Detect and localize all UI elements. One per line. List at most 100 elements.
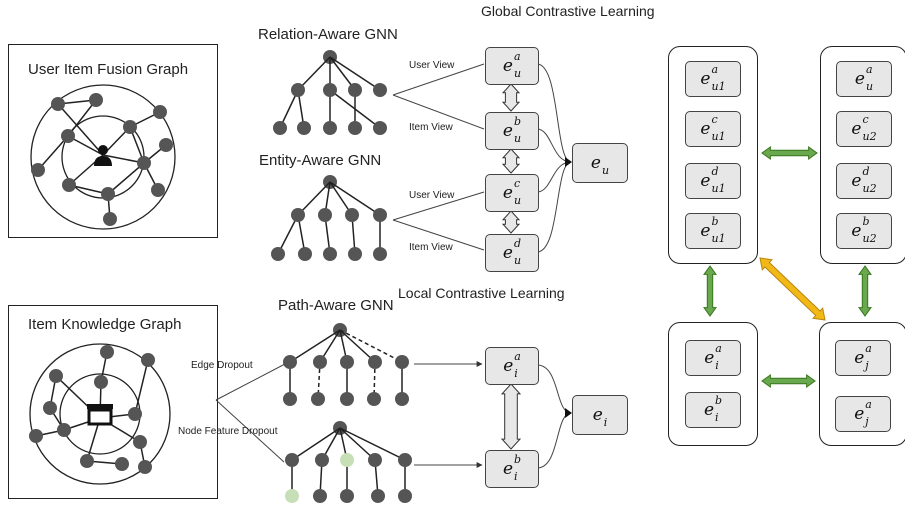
tree-edge xyxy=(297,56,331,91)
graph-node xyxy=(373,247,387,261)
graph-node xyxy=(323,83,337,97)
embedding-symbol: e xyxy=(851,119,862,139)
graph-node xyxy=(285,489,299,503)
embedding-superscript: d xyxy=(862,165,870,178)
graph-node xyxy=(29,429,43,443)
graph-node xyxy=(123,120,137,134)
green-double-arrow xyxy=(761,146,818,160)
tree-edge xyxy=(339,427,376,461)
embedding-symbol: e xyxy=(851,171,862,191)
graph-node xyxy=(398,453,412,467)
green-double-arrow xyxy=(761,374,816,388)
graph-node xyxy=(323,121,337,135)
hub-edge xyxy=(57,103,104,156)
view-line xyxy=(392,191,485,221)
graph-node xyxy=(340,355,354,369)
entity-aware-gnn-title: Entity-Aware GNN xyxy=(259,152,382,169)
graph-node xyxy=(283,355,297,369)
entity-item-view-label: Item View xyxy=(409,242,453,253)
graph-node xyxy=(101,187,115,201)
graph-node xyxy=(103,212,117,226)
embedding-subscript: i xyxy=(603,416,608,429)
graph-node xyxy=(138,460,152,474)
graph-node xyxy=(297,121,311,135)
orange-double-arrow xyxy=(759,257,826,321)
embedding-subscript: j xyxy=(865,359,869,372)
graph-node xyxy=(271,247,285,261)
graph-node xyxy=(273,121,287,135)
embedding-superscript: d xyxy=(513,237,522,250)
embedding-symbol: e xyxy=(590,153,601,173)
tree-edge xyxy=(329,89,381,129)
merge-arrowhead xyxy=(565,157,572,167)
embedding-superscript: a xyxy=(865,63,873,76)
embedding-subscript: u xyxy=(513,194,522,207)
tree-edge xyxy=(329,181,381,216)
graph-node xyxy=(323,247,337,261)
item-knowledge-graph-panel xyxy=(8,305,218,499)
green-double-arrow xyxy=(703,265,717,317)
tree-edge xyxy=(339,427,406,461)
embedding-symbol: e xyxy=(700,221,711,241)
embedding-superscript: c xyxy=(513,177,521,190)
embedding-subscript: u1 xyxy=(711,182,726,195)
embedding-subscript: u xyxy=(601,164,610,177)
graph-node xyxy=(159,138,173,152)
entity-user-view-label: User View xyxy=(409,190,455,201)
graph-node xyxy=(94,375,108,389)
graph-node xyxy=(371,489,385,503)
embedding-subscript: u1 xyxy=(711,130,726,143)
graph-node xyxy=(395,392,409,406)
embedding-symbol: e xyxy=(854,69,865,89)
graph-edge xyxy=(107,162,145,195)
tree-edge xyxy=(277,214,299,255)
merge-arrowhead xyxy=(565,408,572,418)
view-line xyxy=(392,219,485,251)
user-icon xyxy=(98,145,108,155)
embedding-subscript: u xyxy=(513,67,522,80)
embedding-symbol: e xyxy=(502,121,513,141)
embedding-subscript: u2 xyxy=(862,130,877,143)
embedding-symbol: e xyxy=(854,404,865,424)
embedding-subscript: u2 xyxy=(862,182,877,195)
embedding-superscript: b xyxy=(711,215,719,228)
embedding-subscript: u1 xyxy=(711,80,726,93)
tree-edge xyxy=(339,329,403,363)
embedding-superscript: a xyxy=(715,342,722,355)
embedding-superscript: b xyxy=(513,115,522,128)
graph-node xyxy=(373,208,387,222)
graph-node xyxy=(348,83,362,97)
double-arrow xyxy=(501,83,521,112)
graph-edge xyxy=(37,135,69,171)
tree-edge xyxy=(297,181,331,216)
tree-edge xyxy=(279,89,299,129)
embedding-superscript: c xyxy=(862,113,869,126)
embedding-subscript: u1 xyxy=(711,232,726,245)
embedding-superscript xyxy=(604,400,608,411)
graph-node xyxy=(291,83,305,97)
view-line xyxy=(392,63,485,96)
green-double-arrow xyxy=(858,265,872,317)
outer-ring xyxy=(30,84,176,230)
user-item-fusion-graph-title: User Item Fusion Graph xyxy=(28,61,189,78)
global-contrastive-learning-title: Global Contrastive Learning xyxy=(481,3,655,19)
graph-node xyxy=(62,178,76,192)
graph-node xyxy=(348,247,362,261)
relation-item-view-label: Item View xyxy=(409,122,453,133)
merge-line xyxy=(536,161,572,253)
graph-node xyxy=(141,353,155,367)
graph-node xyxy=(89,93,103,107)
